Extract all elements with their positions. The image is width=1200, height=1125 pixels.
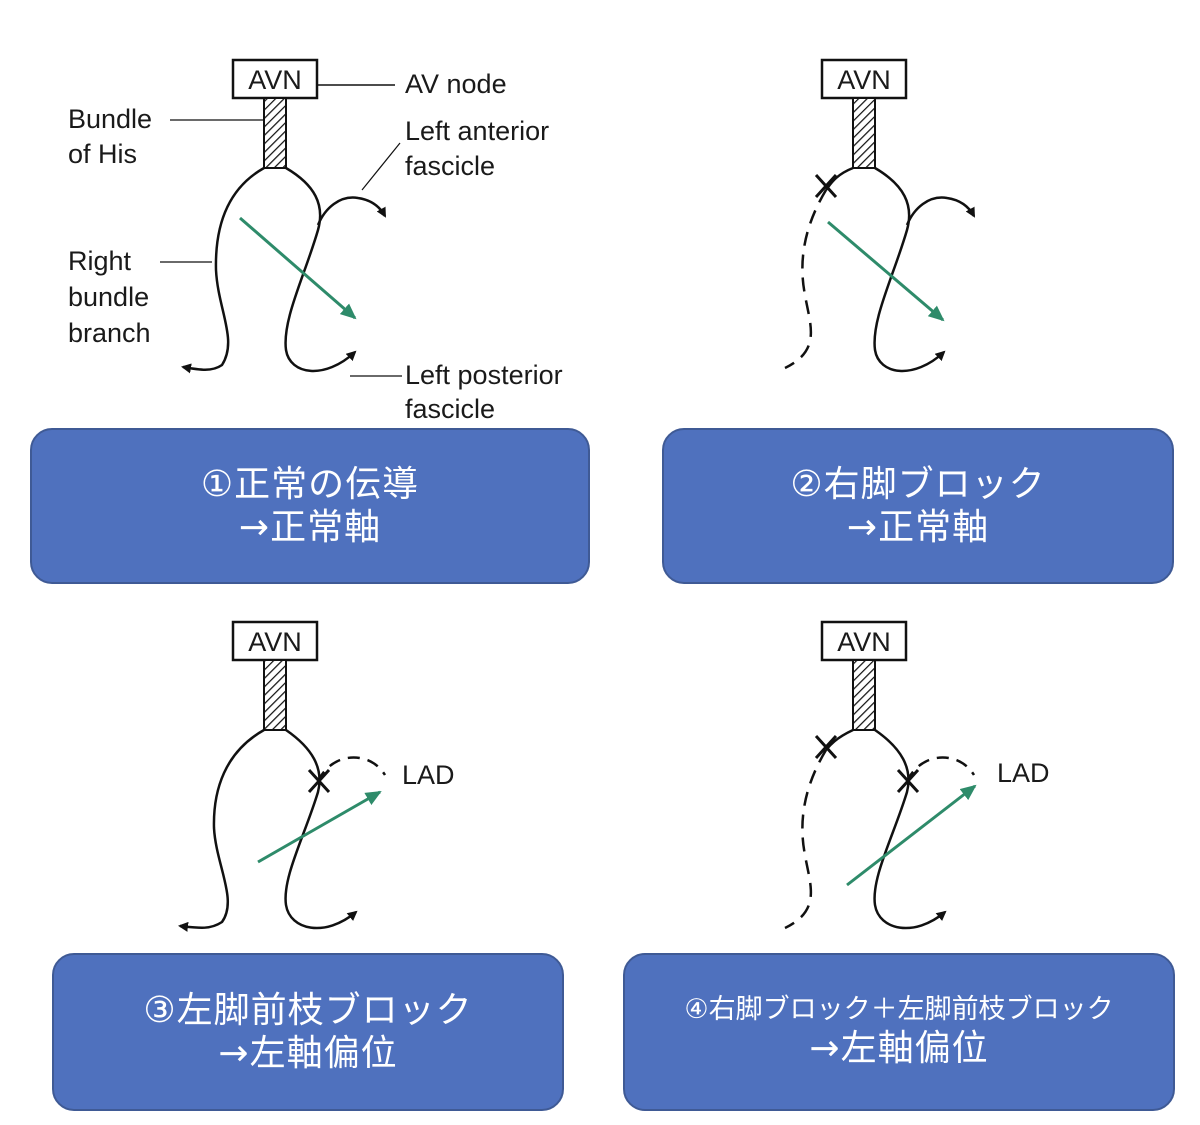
axis-arrow [258, 792, 380, 862]
left-anterior-fascicle-leader [362, 143, 400, 190]
left-anterior-fascicle-label-line2: fascicle [405, 151, 495, 181]
right-bundle-branch [180, 730, 264, 928]
right-bundle-branch-label-line3: branch [68, 318, 151, 348]
av-node-label: AV node [405, 69, 507, 99]
left-posterior-fascicle-label-line2: fascicle [405, 394, 495, 424]
block-x-mark [816, 175, 836, 197]
diagram-lafb: AVN LAD [0, 560, 600, 960]
left-anterior-fascicle [907, 198, 974, 225]
avn-label: AVN [837, 65, 891, 95]
left-bundle-branch [875, 730, 945, 928]
caption-title: ③左脚前枝ブロック [143, 989, 472, 1032]
caption-rbbb-lafb: ④右脚ブロック＋左脚前枝ブロック →左軸偏位 [623, 953, 1175, 1111]
bundle-of-his-label-line1: Bundle [68, 104, 152, 134]
caption-title: ②右脚ブロック [790, 463, 1045, 506]
diagram-normal-conduction: AVN AV node Bundle of His Left anterior … [0, 0, 600, 430]
bundle-of-his-stem [264, 98, 286, 168]
diagram-rbbb-lafb: AVN LAD [600, 560, 1200, 960]
caption-lafb: ③左脚前枝ブロック →左軸偏位 [52, 953, 564, 1111]
axis-arrow [828, 222, 943, 320]
left-anterior-fascicle-label-line1: Left anterior [405, 116, 549, 146]
avn-label: AVN [248, 65, 302, 95]
axis-arrow [240, 218, 355, 318]
panel-rbbb-lafb: AVN LAD [600, 560, 1200, 960]
axis-arrow [847, 786, 975, 885]
rbb-block-x-mark [816, 736, 836, 758]
avn-label: AVN [248, 627, 302, 657]
caption-title: ①正常の伝導 [201, 463, 419, 506]
lad-label: LAD [402, 760, 455, 790]
right-bundle-branch-blocked [826, 730, 853, 750]
left-anterior-fascicle [318, 198, 385, 225]
caption-result: →正常軸 [239, 506, 381, 549]
bundle-of-his-stem [853, 660, 875, 730]
caption-title: ④右脚ブロック＋左脚前枝ブロック [684, 994, 1113, 1026]
right-bundle-branch-dashed [785, 190, 826, 368]
left-bundle-branch [286, 730, 356, 928]
lad-label: LAD [997, 758, 1050, 788]
diagram-rbbb: AVN [600, 0, 1200, 430]
left-posterior-fascicle-label-line1: Left posterior [405, 360, 563, 390]
panel-lafb: AVN LAD [0, 560, 600, 960]
caption-result: →正常軸 [847, 506, 989, 549]
avn-label: AVN [837, 627, 891, 657]
right-bundle-branch-label-line1: Right [68, 246, 132, 276]
bundle-of-his-stem [853, 98, 875, 168]
right-bundle-branch-blocked [826, 168, 853, 190]
right-bundle-branch [183, 168, 264, 370]
bundle-of-his-stem [264, 660, 286, 730]
right-bundle-branch-dashed [785, 750, 826, 928]
caption-result: →左軸偏位 [809, 1027, 988, 1070]
caption-result: →左軸偏位 [218, 1032, 397, 1075]
bundle-of-his-label-line2: of His [68, 139, 137, 169]
right-bundle-branch-label-line2: bundle [68, 282, 149, 312]
